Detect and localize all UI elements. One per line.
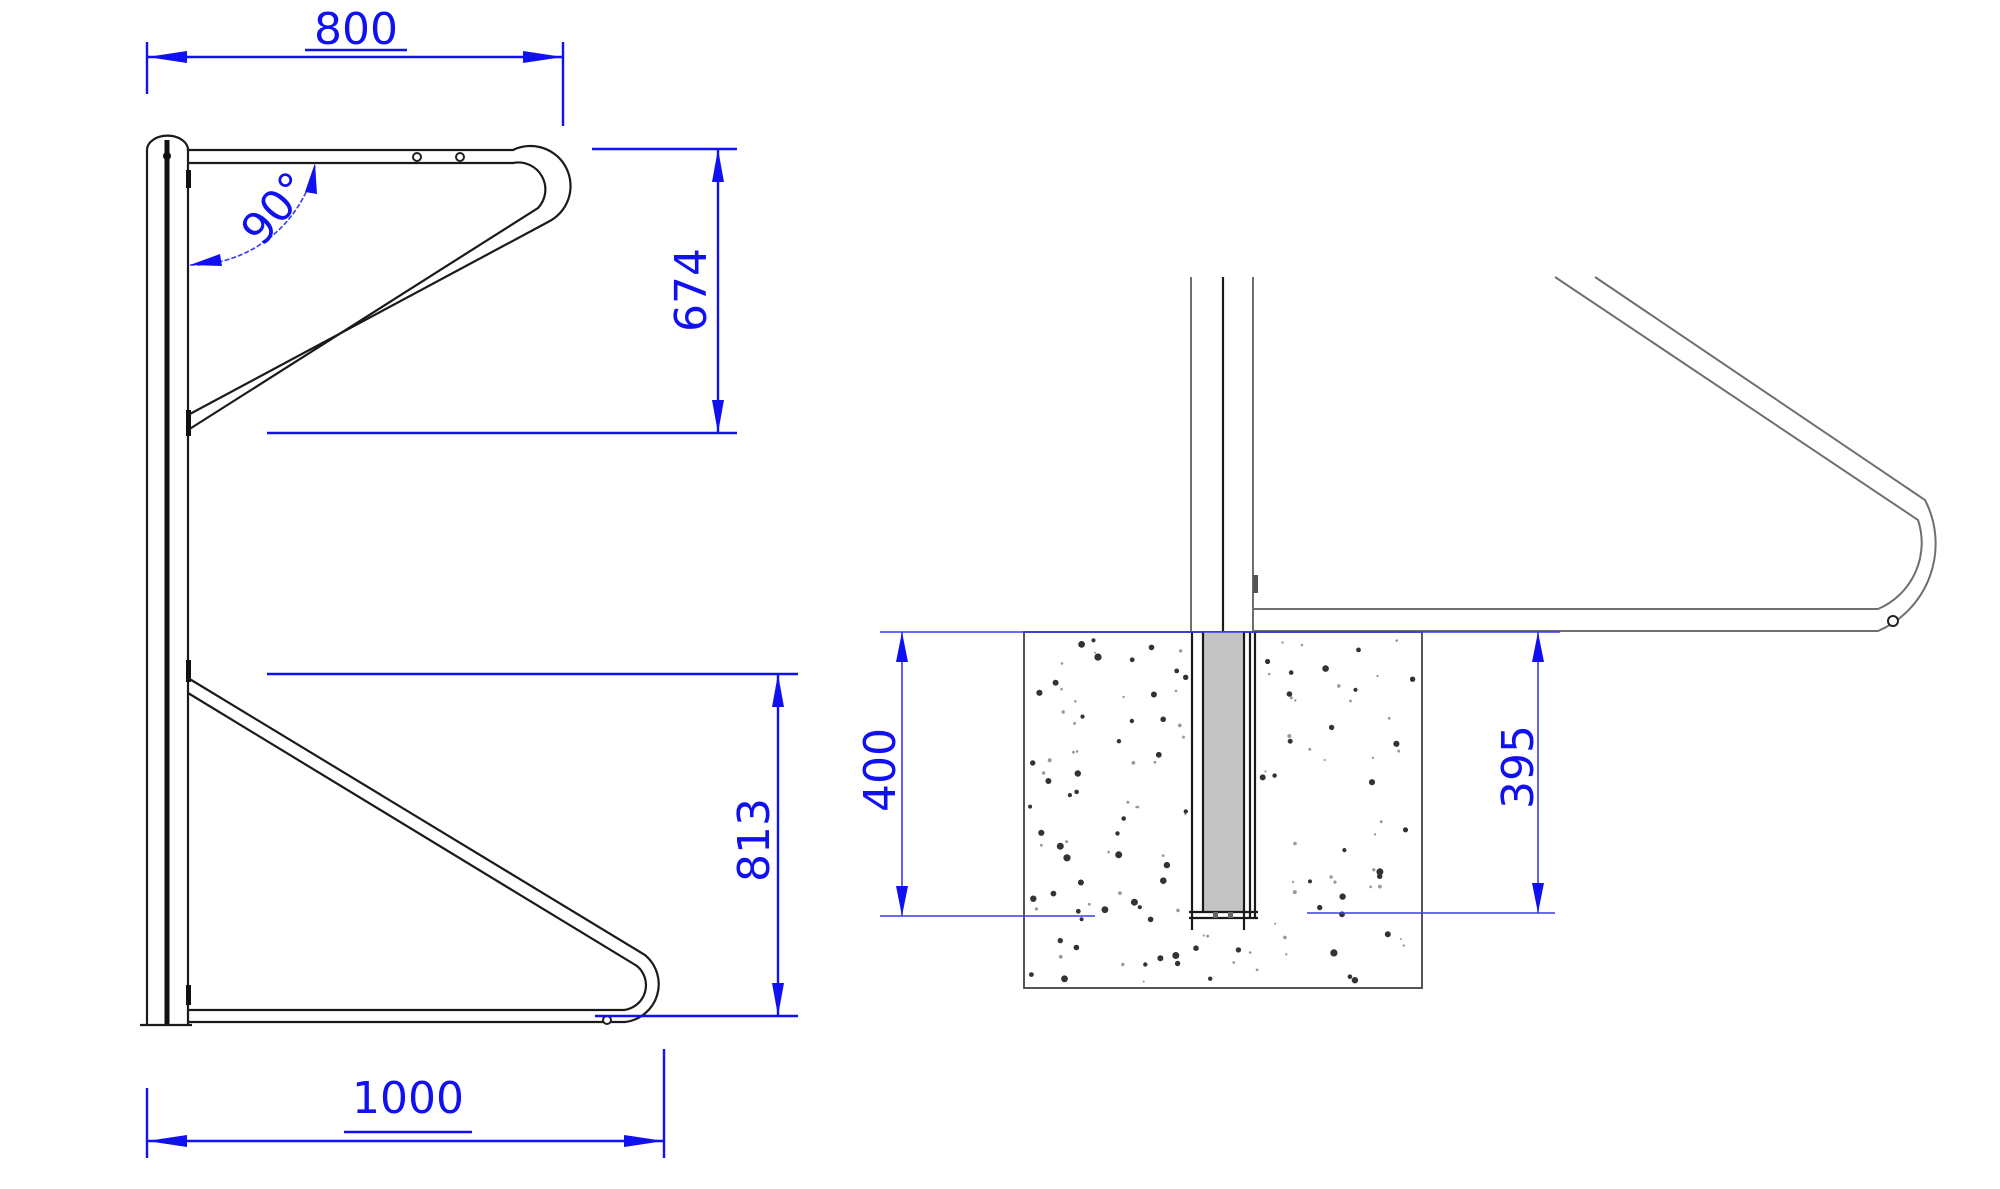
dimension-label-1000: 1000 [352, 1073, 464, 1124]
concrete-aggregate [1028, 638, 1416, 984]
dimension-400: 400 [855, 632, 1095, 917]
dimension-label-674: 674 [666, 248, 717, 332]
handle-loop [1253, 276, 1937, 632]
bolt-hole [412, 152, 422, 162]
bolt-hole [455, 152, 465, 162]
side-view: 800 90° 674 813 [140, 4, 798, 1158]
upright-post [1190, 277, 1258, 632]
angle-90: 90° [189, 163, 321, 266]
upper-bracket [187, 144, 572, 431]
dimension-395: 395 [1307, 632, 1555, 914]
post [140, 134, 192, 1027]
dimension-674: 674 [267, 147, 737, 435]
dimension-label-395: 395 [1493, 725, 1544, 809]
dimension-1000: 1000 [145, 1049, 666, 1158]
dimension-813: 813 [267, 672, 798, 1018]
dimension-label-813: 813 [729, 798, 780, 882]
dimension-label-400: 400 [855, 728, 906, 812]
dimension-label-angle: 90° [231, 163, 320, 256]
dimension-label-800: 800 [314, 4, 398, 55]
sleeve-tube [1189, 632, 1258, 930]
dimension-800: 800 [145, 4, 565, 126]
lower-bracket [187, 677, 660, 1025]
bolt-hole [1887, 615, 1899, 627]
foundation-view: 400 395 [855, 276, 1937, 989]
